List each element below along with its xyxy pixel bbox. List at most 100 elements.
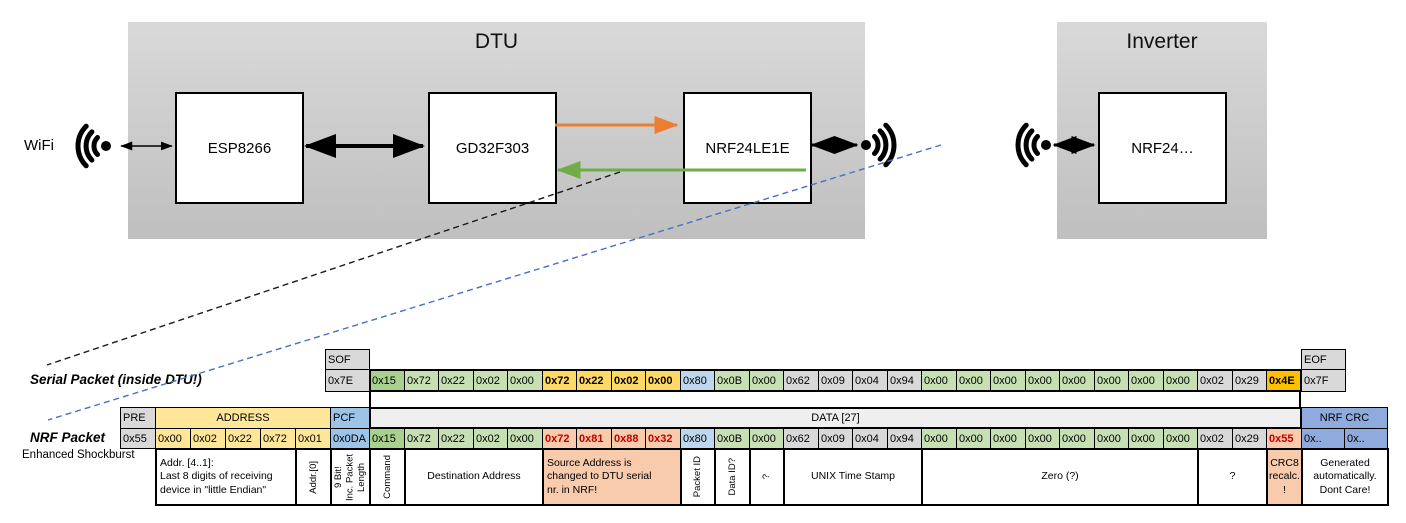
nrf-data-header-cell: DATA [27] [369,407,1302,429]
serial-byte-cell: 0x02 [1197,369,1233,392]
annotation-cell: Data ID? [714,448,751,506]
annotation-cell: 9 Bit! Inc. Packet Length [330,448,371,506]
serial-byte-cell: 0x72 [404,369,439,392]
annotation-cell: Zero (?) [921,448,1199,506]
nrf-byte-cell: 0x00 [1163,428,1198,449]
serial-byte-cell: 0x00 [1059,369,1095,392]
annotation-cell: Packet ID [680,448,716,506]
serial-byte-cell: 0x15 [369,369,405,392]
nrf-byte-cell: 0x88 [611,428,646,449]
annotation-cell: Generated automatically. Dont Care! [1301,448,1389,506]
serial-byte-cell: 0x00 [990,369,1026,392]
nrf-crc-cell: 0x.. [1344,428,1388,449]
nrf-byte-cell: 0x00 [1025,428,1060,449]
annotation-cell: ? [749,448,785,506]
serial-byte-cell: 0x04 [852,369,888,392]
serial-byte-cell: 0x02 [473,369,508,392]
nrf-byte-cell: 0x29 [1232,428,1267,449]
nrf-byte-cell: 0x22 [438,428,474,449]
nrf-byte-cell: 0x00 [1059,428,1095,449]
enhanced-shockburst-label: Enhanced Shockburst [22,449,135,461]
nrf-byte-cell: 0x00 [507,428,543,449]
serial-byte-cell: 0x4E [1266,369,1302,392]
nrf-pre-value-cell: 0x55 [120,428,156,449]
nrf-pcf-value-cell: 0x0DA [330,428,370,449]
serial-byte-cell: 0x00 [749,369,784,392]
wifi-icon-dtu-right [861,122,897,168]
nrf-byte-cell: 0x80 [680,428,715,449]
chip-inverter-nrf24-label: NRF24… [1131,139,1194,157]
nrf-address-cell: 0x01 [295,428,331,449]
annotation-cell: Addr. [4..1]: Last 8 digits of receiving… [155,448,297,506]
nrf-byte-cell: 0x02 [473,428,508,449]
chip-esp8266-label: ESP8266 [207,139,272,157]
serial-byte-cell: 0x80 [680,369,715,392]
serial-packet-label: Serial Packet (inside DTU!) [30,372,202,387]
nrf-byte-cell: 0x94 [887,428,922,449]
serial-byte-cell: 0x62 [783,369,819,392]
chip-esp8266: ESP8266 [175,92,304,204]
nrf-byte-cell: 0x00 [1128,428,1164,449]
annotation-cell: Addr.[0] [295,448,332,506]
annotation-cell: Command [369,448,406,506]
chip-nrf24le1e-label: NRF24LE1E [705,139,790,157]
annotation-cell: ? [1197,448,1268,506]
nrf-crc-cell: 0x.. [1301,428,1345,449]
serial-byte-cell: 0x00 [1163,369,1198,392]
nrf-byte-cell: 0x00 [749,428,784,449]
nrf-address-cell: 0x22 [225,428,261,449]
annotation-cell: Destination Address [404,448,544,506]
serial-byte-cell: 0x09 [818,369,853,392]
annotation-cell: UNIX Time Stamp [783,448,923,506]
nrf-byte-cell: 0x00 [956,428,991,449]
nrf-byte-cell: 0x32 [645,428,681,449]
annotation-cell: CRC8 recalc. ! [1266,448,1303,506]
nrf-byte-cell: 0x04 [852,428,888,449]
serial-byte-cell: 0x29 [1232,369,1267,392]
serial-sof-header-cell: SOF [325,349,370,370]
nrf-byte-cell: 0x55 [1266,428,1302,449]
nrf-byte-cell: 0x72 [404,428,439,449]
inverter-title: Inverter [1126,30,1198,53]
nrf-pre-header-cell: PRE [120,407,156,429]
serial-byte-cell: 0x00 [956,369,991,392]
chip-gd32f303-label: GD32F303 [455,139,530,157]
nrf-address-header-cell: ADDRESS [155,407,331,429]
serial-eof-header-cell: EOF [1301,349,1346,370]
chip-gd32f303: GD32F303 [428,92,557,204]
table-connector-line [369,391,371,408]
dtu-title: DTU [474,30,519,53]
serial-byte-cell: 0x00 [507,369,543,392]
serial-byte-cell: 0x00 [1025,369,1060,392]
nrf-byte-cell: 0x62 [783,428,819,449]
nrf-pcf-header-cell: PCF [330,407,370,429]
serial-byte-cell: 0x00 [645,369,681,392]
wifi-icon-inverter [1015,122,1051,168]
nrf-byte-cell: 0x81 [576,428,612,449]
nrf-address-cell: 0x02 [190,428,226,449]
nrf-byte-cell: 0x00 [990,428,1026,449]
serial-byte-cell: 0x00 [1094,369,1129,392]
serial-eof-value-cell: 0x7F [1301,369,1346,392]
annotation-cell: Source Address is changed to DTU serial … [542,448,682,506]
serial-byte-cell: 0x0B [714,369,750,392]
serial-byte-cell: 0x72 [542,369,577,392]
nrf-byte-cell: 0x15 [369,428,405,449]
serial-byte-cell: 0x02 [611,369,646,392]
table-connector-line [1299,391,1301,408]
wifi-icon-dtu-left [75,123,111,169]
nrf-byte-cell: 0x00 [1094,428,1129,449]
nrf-byte-cell: 0x02 [1197,428,1233,449]
serial-sof-value-cell: 0x7E [325,369,370,392]
chip-nrf24le1e: NRF24LE1E [683,92,812,204]
nrf-byte-cell: 0x09 [818,428,853,449]
serial-byte-cell: 0x22 [576,369,612,392]
serial-byte-cell: 0x22 [438,369,474,392]
nrf-address-cell: 0x00 [155,428,191,449]
nrf-address-cell: 0x72 [260,428,296,449]
nrf-byte-cell: 0x0B [714,428,750,449]
serial-byte-cell: 0x94 [887,369,922,392]
nrf-byte-cell: 0x00 [921,428,957,449]
serial-byte-cell: 0x00 [1128,369,1164,392]
